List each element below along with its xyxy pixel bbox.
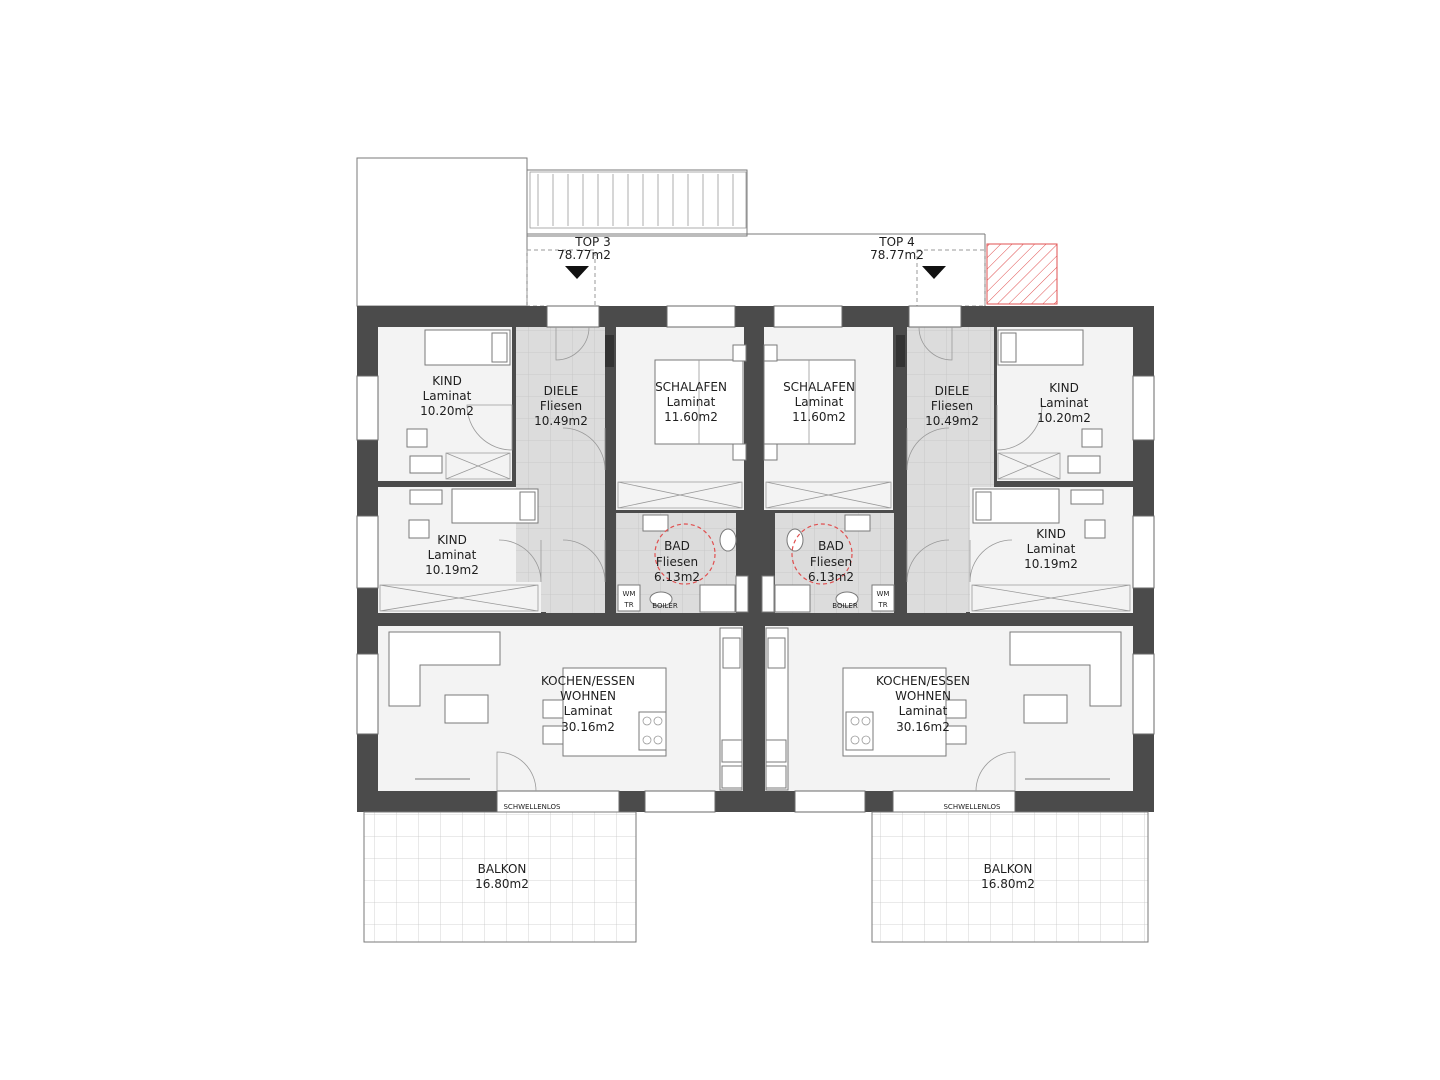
room-area: 11.60m2 — [664, 410, 718, 424]
dryer-label: TR — [623, 601, 633, 609]
dryer-label: TR — [877, 601, 887, 609]
wardrobe — [765, 481, 892, 509]
room-area: 16.80m2 — [475, 877, 529, 891]
room-floor: Laminat — [1027, 542, 1076, 556]
room-area: 6.13m2 — [808, 570, 854, 584]
room-name: BAD — [664, 539, 690, 553]
wardrobe — [971, 584, 1131, 612]
room-name: KIND — [1049, 381, 1079, 395]
unit-name-top3: TOP 3 — [574, 235, 610, 249]
room-name: BALKON — [984, 862, 1033, 876]
boiler-label: BOILER — [652, 602, 678, 610]
room-floor: Fliesen — [931, 399, 973, 413]
room-area: 10.20m2 — [1037, 411, 1091, 425]
balcony-right — [871, 811, 1149, 943]
wheelchair-turning-circle-icon — [791, 523, 853, 585]
room-name: KIND — [437, 533, 467, 547]
wardrobe — [997, 452, 1061, 480]
hatched-area — [986, 243, 1058, 305]
room-name: DIELE — [544, 384, 579, 398]
room-floor: Laminat — [667, 395, 716, 409]
room-name: DIELE — [935, 384, 970, 398]
room-area: 10.19m2 — [1024, 557, 1078, 571]
furniture — [388, 329, 1122, 791]
room-name-2: WOHNEN — [560, 689, 616, 703]
unit-area-top4: 78.77m2 — [870, 248, 924, 262]
room-name: SCHALAFEN — [783, 380, 855, 394]
wardrobe — [379, 584, 539, 612]
room-floor: Fliesen — [810, 555, 852, 569]
room-area: 10.49m2 — [534, 414, 588, 428]
labels: TOP 3 78.77m2 TOP 4 78.77m2 KIND Laminat… — [420, 235, 1091, 891]
room-name: KOCHEN/ESSEN — [541, 674, 635, 688]
unit-area-top3: 78.77m2 — [557, 248, 611, 262]
room-area: 10.49m2 — [925, 414, 979, 428]
room-name: KOCHEN/ESSEN — [876, 674, 970, 688]
wardrobes — [379, 452, 1131, 612]
boiler-label: BOILER — [832, 602, 858, 610]
unit-name-top4: TOP 4 — [878, 235, 914, 249]
wardrobe — [617, 481, 743, 509]
doors — [466, 326, 1043, 792]
room-floor: Laminat — [1040, 396, 1089, 410]
room-name-2: WOHNEN — [895, 689, 951, 703]
wardrobe — [445, 452, 511, 480]
room-area: 30.16m2 — [561, 720, 615, 734]
entrance-arrow-icon — [565, 266, 589, 279]
room-floor: Laminat — [795, 395, 844, 409]
wheelchair-turning-circle-icon — [654, 523, 716, 585]
room-name: SCHALAFEN — [655, 380, 727, 394]
room-floor: Laminat — [899, 704, 948, 718]
room-name: KIND — [1036, 527, 1066, 541]
room-name: KIND — [432, 374, 462, 388]
room-area: 10.19m2 — [425, 563, 479, 577]
room-floor: Fliesen — [656, 555, 698, 569]
staircase — [529, 171, 747, 229]
room-floor: Laminat — [564, 704, 613, 718]
room-area: 11.60m2 — [792, 410, 846, 424]
room-area: 16.80m2 — [981, 877, 1035, 891]
threshold-label: SCHWELLENLOS — [943, 803, 1001, 811]
windows — [356, 305, 1155, 813]
threshold-label: SCHWELLENLOS — [503, 803, 561, 811]
room-name: BAD — [818, 539, 844, 553]
washer-label: WM — [877, 590, 890, 598]
room-area: 10.20m2 — [420, 404, 474, 418]
room-area: 6.13m2 — [654, 570, 700, 584]
room-floor: Laminat — [423, 389, 472, 403]
room-floor: Laminat — [428, 548, 477, 562]
entrance-arrow-icon — [922, 266, 946, 279]
room-area: 30.16m2 — [896, 720, 950, 734]
balcony-left — [363, 811, 637, 943]
entrance-annex — [356, 157, 1058, 307]
washer-label: WM — [623, 590, 636, 598]
room-floor: Fliesen — [540, 399, 582, 413]
room-name: BALKON — [478, 862, 527, 876]
